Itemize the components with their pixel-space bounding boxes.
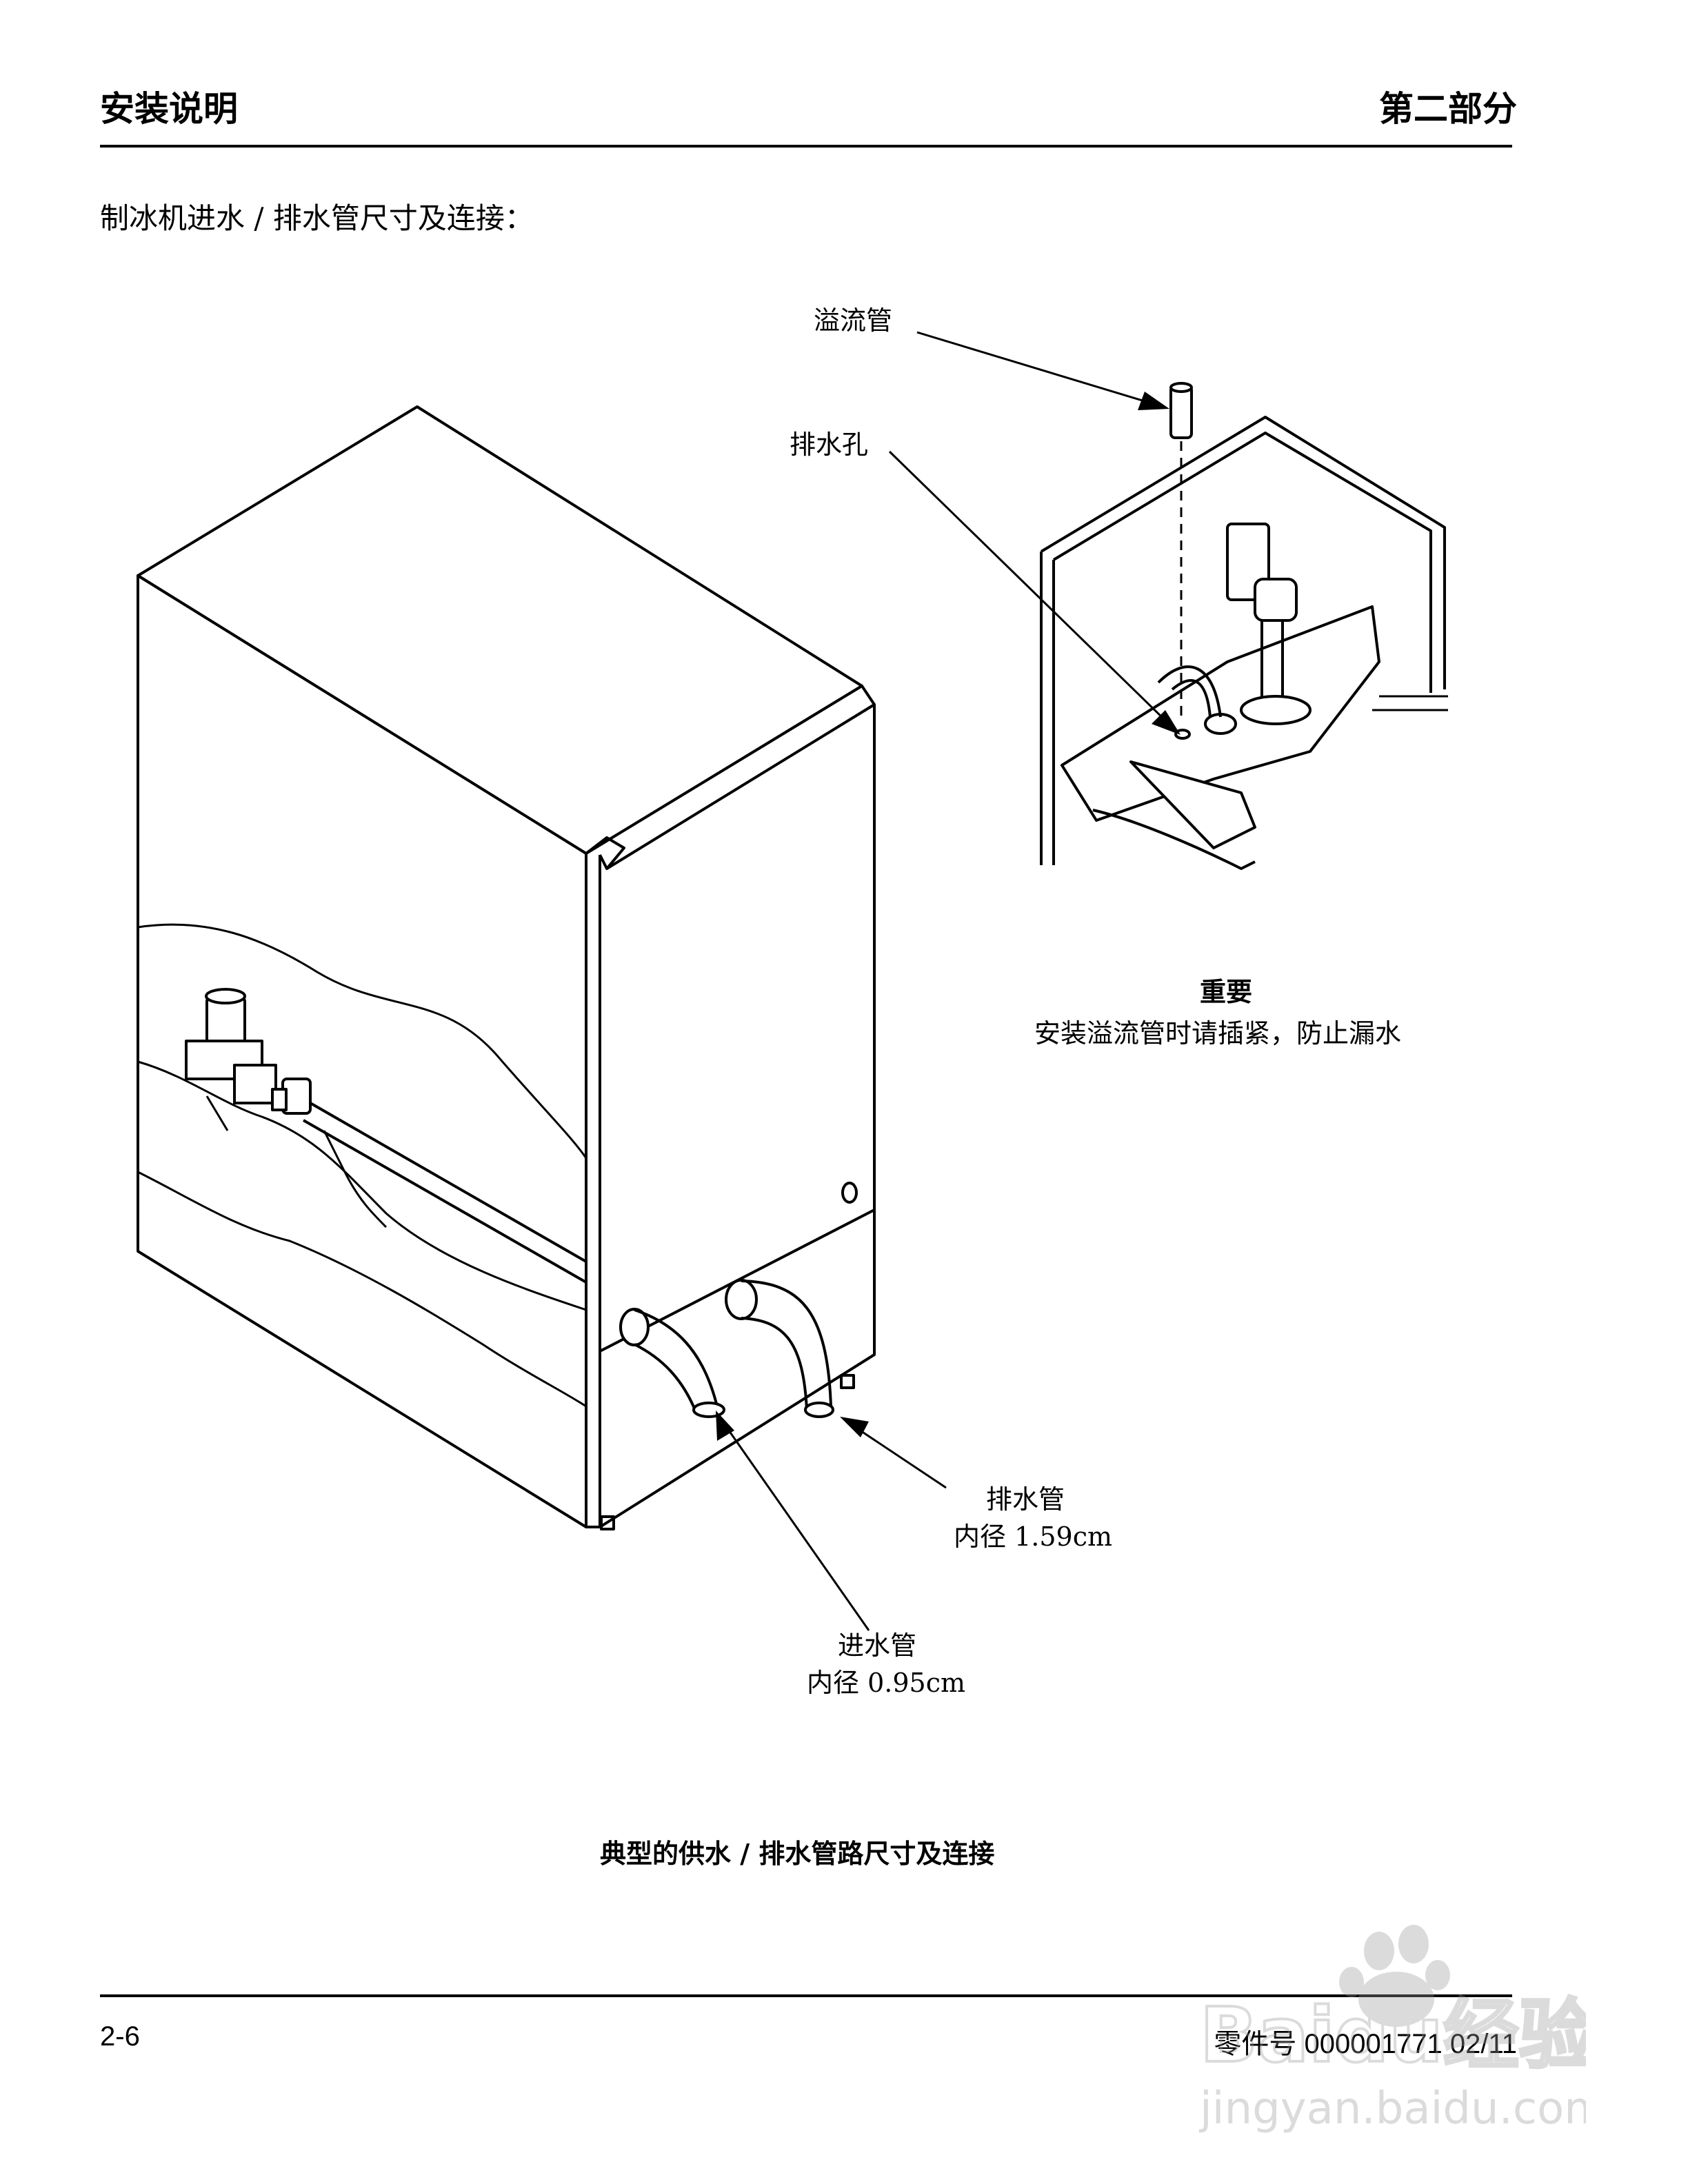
drain-pipe-diameter: 内径 1.59cm <box>954 1521 1113 1552</box>
ice-machine-cabinet <box>137 405 876 1530</box>
page-number: 2-6 <box>100 2021 140 2052</box>
inlet-pipe-diameter: 内径 0.95cm <box>807 1668 966 1698</box>
sump-detail <box>1040 382 1448 870</box>
figure-caption: 典型的供水 / 排水管路尺寸及连接 <box>600 1839 995 1869</box>
important-note: 安装溢流管时请插紧，防止漏水 <box>1034 1018 1402 1049</box>
inlet-pipe-label: 进水管 <box>838 1630 917 1661</box>
overflow-tube-label: 溢流管 <box>814 305 893 336</box>
watermark-url: jingyan.baidu.com <box>1198 2083 1586 2134</box>
header-section-title: 安装说明 <box>100 89 238 129</box>
baidu-watermark-logo: Baidu经验 jingyan.baidu.com <box>1198 1925 1586 2134</box>
drain-hole-label: 排水孔 <box>790 429 869 460</box>
watermark-brand: Baidu经验 <box>1200 1991 1586 2079</box>
important-title: 重要 <box>1200 977 1253 1007</box>
part-number: 零件号 000001771 02/11 <box>1214 2029 1517 2059</box>
callout-leaders <box>723 331 1167 1631</box>
footer-rule <box>100 1994 1512 1997</box>
header-rule <box>100 145 1512 148</box>
header-part-title: 第二部分 <box>1379 89 1517 129</box>
arrowheads <box>716 392 1180 1441</box>
drain-pipe-label: 排水管 <box>986 1484 1065 1515</box>
section-subtitle: 制冰机进水 / 排水管尺寸及连接： <box>100 201 534 235</box>
